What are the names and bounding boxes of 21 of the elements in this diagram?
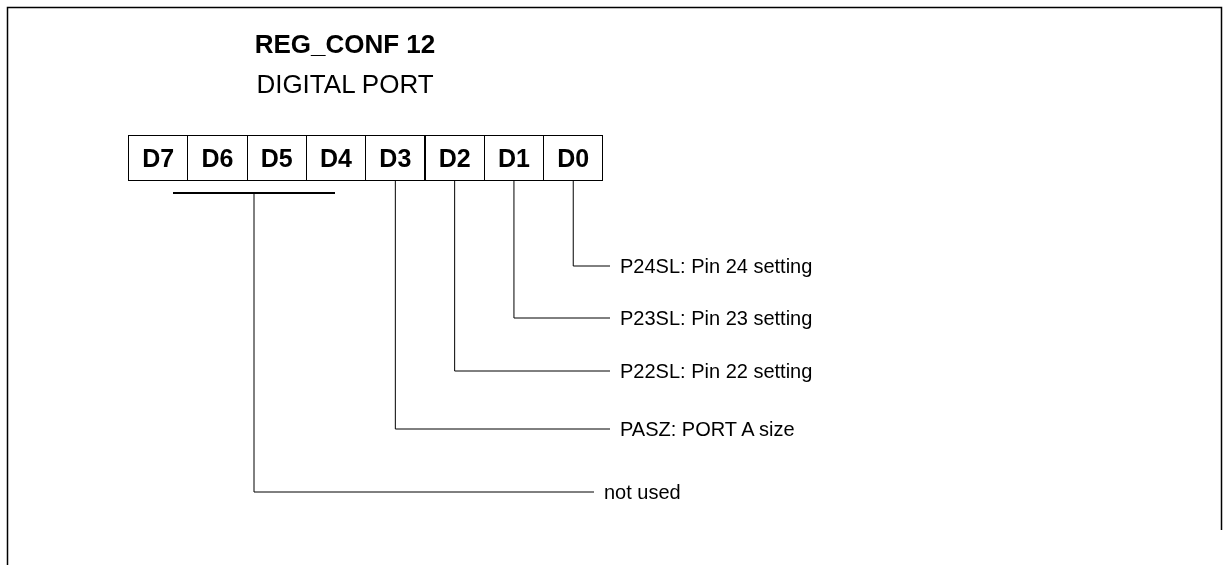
bit-cell: D4 (305, 135, 367, 181)
setting-label: P23SL: Pin 23 setting (620, 306, 813, 330)
bracket-line (173, 192, 335, 194)
leader-line (394, 180, 611, 430)
bit-cell: D7 (128, 135, 189, 181)
setting-label: PASZ: PORT A size (620, 417, 795, 441)
leader-line (253, 193, 595, 493)
leader-line (454, 180, 611, 372)
bit-cell: D3 (365, 135, 426, 181)
register-title: REG_CONF 12 (253, 28, 437, 60)
bit-cell: D1 (483, 135, 545, 181)
setting-label: P22SL: Pin 22 setting (620, 359, 813, 383)
register-subtitle: DIGITAL PORT (255, 68, 435, 100)
setting-label: not used (604, 480, 681, 504)
bit-cell: D0 (543, 135, 604, 181)
setting-label: P24SL: Pin 24 setting (620, 254, 813, 278)
leader-line (572, 180, 611, 267)
bit-cell: D6 (187, 135, 248, 181)
bit-cell: D5 (246, 135, 307, 181)
leader-line (513, 180, 611, 319)
bit-cell: D2 (424, 135, 485, 181)
